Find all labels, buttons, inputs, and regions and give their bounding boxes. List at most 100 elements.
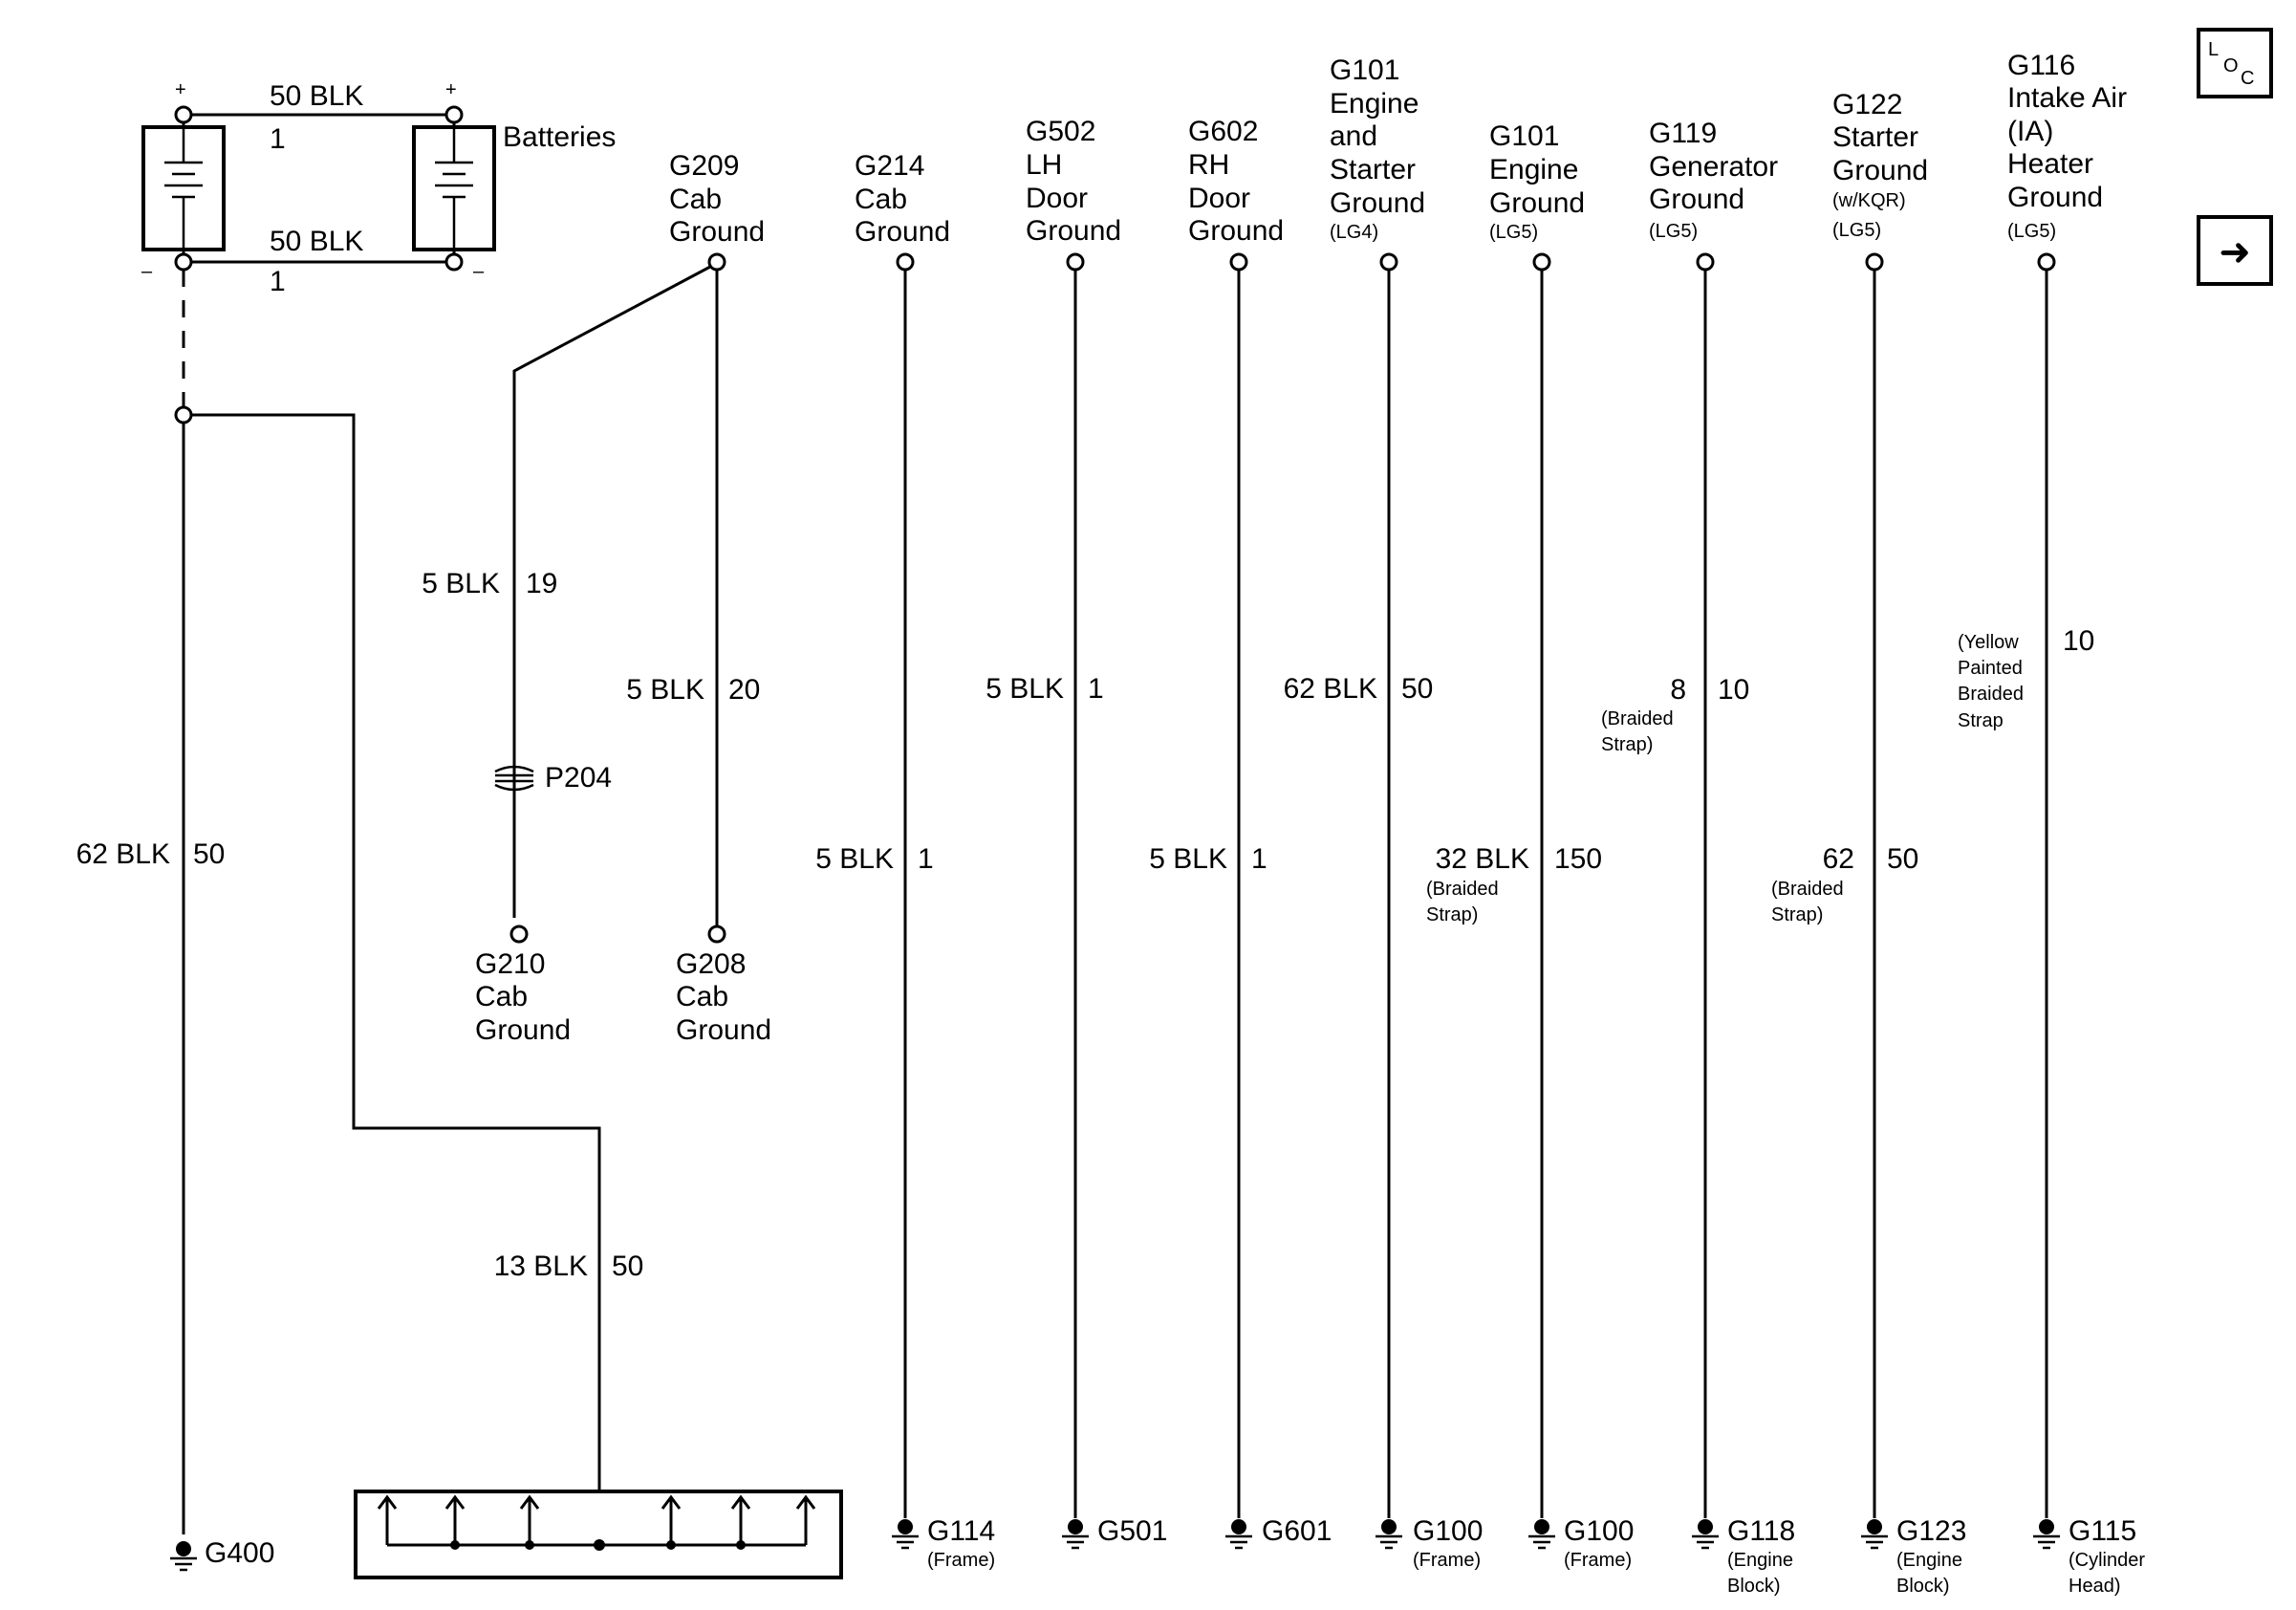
svg-text:(IA): (IA) (2007, 116, 2053, 147)
svg-text:62: 62 (1823, 843, 1854, 875)
ground-g118-label: G118 (1727, 1515, 1795, 1547)
ground-g400-label: G400 (205, 1537, 274, 1569)
svg-text:Intake Air: Intake Air (2007, 82, 2127, 114)
g210-cab-ground-label: G210 Cab Ground (475, 948, 571, 1046)
svg-text:10: 10 (1718, 674, 1749, 706)
ground-g114-label: G114 (927, 1515, 995, 1547)
batteries-label: Batteries (503, 121, 616, 153)
svg-text:G101: G101 (1489, 120, 1559, 152)
svg-text:10: 10 (2063, 625, 2094, 657)
svg-text:Cab: Cab (475, 981, 528, 1012)
battery-right (412, 125, 496, 251)
svg-text:50: 50 (1887, 843, 1918, 875)
svg-text:Heater: Heater (2007, 148, 2093, 180)
svg-text:Block): Block) (1896, 1576, 1950, 1597)
location-button[interactable]: L O C (2197, 28, 2273, 98)
left-wire-circuit: 50 (193, 838, 225, 870)
svg-text:Ground: Ground (1832, 155, 1928, 186)
svg-text:Ground: Ground (1026, 215, 1121, 247)
svg-text:(Braided: (Braided (1771, 879, 1844, 900)
svg-text:Braided: Braided (1958, 684, 2024, 705)
column-g116: G116 Intake Air (IA) Heater Ground (LG5)… (1958, 50, 2145, 1597)
svg-text:(Braided: (Braided (1426, 879, 1499, 900)
svg-text:Ground: Ground (1649, 184, 1744, 215)
svg-text:Ground: Ground (475, 1014, 571, 1046)
battery-left (141, 125, 226, 251)
svg-text:Ground: Ground (1188, 215, 1284, 247)
location-c-letter: C (2241, 68, 2254, 89)
svg-text:(LG5): (LG5) (2007, 221, 2056, 242)
battery-top-wire-circuit: 1 (270, 123, 286, 155)
battery-right-positive-symbol: + (445, 79, 457, 100)
bus-feed-label: 13 BLK (494, 1251, 588, 1282)
svg-text:Door: Door (1026, 183, 1088, 214)
ground-g501-label: G501 (1097, 1515, 1167, 1547)
battery-right-negative-terminal (444, 252, 464, 272)
svg-text:Strap): Strap) (1601, 734, 1653, 755)
svg-text:G101: G101 (1330, 54, 1399, 86)
svg-text:Ground: Ground (1489, 187, 1585, 219)
svg-text:(Engine: (Engine (1727, 1550, 1793, 1571)
g208-branch-label: 5 BLK (626, 674, 704, 706)
svg-text:Head): Head) (2069, 1576, 2120, 1597)
battery-left-negative-symbol: – (141, 261, 153, 282)
svg-text:(LG5): (LG5) (1832, 220, 1881, 241)
svg-text:(Engine: (Engine (1896, 1550, 1962, 1571)
svg-text:Strap): Strap) (1426, 904, 1478, 925)
column-g602: G602 RH Door Ground 5 BLK 1 G601 (1149, 116, 1332, 1550)
bus-feed-circuit: 50 (612, 1251, 643, 1282)
svg-text:(w/KQR): (w/KQR) (1832, 190, 1906, 211)
svg-text:(Frame): (Frame) (927, 1550, 995, 1571)
svg-text:1: 1 (1251, 843, 1267, 875)
svg-text:Generator: Generator (1649, 151, 1778, 183)
svg-text:Starter: Starter (1330, 154, 1416, 185)
left-wire-label: 62 BLK (76, 838, 170, 870)
svg-text:(Yellow: (Yellow (1958, 632, 2019, 653)
svg-text:and: and (1330, 120, 1377, 152)
svg-text:Ground: Ground (669, 216, 765, 248)
svg-text:G502: G502 (1026, 116, 1095, 147)
g209-cab-ground-label: G209 Cab Ground (669, 150, 765, 248)
ground-symbol (170, 1541, 197, 1572)
splice-connector (174, 405, 193, 424)
svg-text:32 BLK: 32 BLK (1436, 843, 1529, 875)
column-g119: G119 Generator Ground (LG5) 8 10 (Braide… (1601, 118, 1795, 1597)
svg-text:(Frame): (Frame) (1564, 1550, 1632, 1571)
svg-text:Door: Door (1188, 183, 1250, 214)
svg-text:50: 50 (1401, 673, 1433, 705)
battery-bottom-wire-circuit: 1 (270, 266, 286, 297)
ground-g601-label: G601 (1262, 1515, 1332, 1547)
p204-connector-symbol (494, 765, 534, 792)
svg-text:G122: G122 (1832, 89, 1902, 120)
svg-text:G210: G210 (475, 948, 545, 980)
svg-text:Painted: Painted (1958, 658, 2023, 679)
svg-text:(LG5): (LG5) (1649, 221, 1698, 242)
ground-g115-label: G115 (2069, 1515, 2136, 1547)
next-page-button[interactable]: ➜ (2197, 215, 2273, 286)
right-arrow-icon: ➜ (2219, 230, 2251, 274)
svg-text:G119: G119 (1649, 118, 1717, 149)
svg-text:Ground: Ground (855, 216, 950, 248)
svg-text:Ground: Ground (1330, 187, 1425, 219)
svg-text:Strap: Strap (1958, 710, 2004, 731)
svg-text:RH: RH (1188, 149, 1229, 181)
p204-label: P204 (545, 762, 612, 794)
svg-text:5 BLK: 5 BLK (986, 673, 1064, 705)
wire-to-ground-bus (191, 413, 601, 1541)
svg-text:G208: G208 (676, 948, 746, 980)
g209-connector (707, 252, 726, 272)
battery-right-positive-terminal (444, 105, 464, 124)
svg-text:(Frame): (Frame) (1413, 1550, 1481, 1571)
svg-text:Cab: Cab (669, 184, 722, 215)
battery-left-positive-symbol: + (175, 79, 186, 100)
ground-g123-label: G123 (1896, 1515, 1966, 1547)
g210-branch-circuit: 19 (526, 568, 557, 599)
svg-text:Strap): Strap) (1771, 904, 1823, 925)
column-g101-lg5: G101 Engine Ground (LG5) 32 BLK 150 (Bra… (1426, 120, 1634, 1571)
ground-bus-block (354, 1490, 843, 1579)
column-g122: G122 Starter Ground (w/KQR) (LG5) 62 50 … (1771, 89, 1966, 1597)
location-o-letter: O (2223, 55, 2239, 76)
ground-g100-label: G100 (1564, 1515, 1634, 1547)
svg-text:Engine: Engine (1489, 154, 1578, 185)
